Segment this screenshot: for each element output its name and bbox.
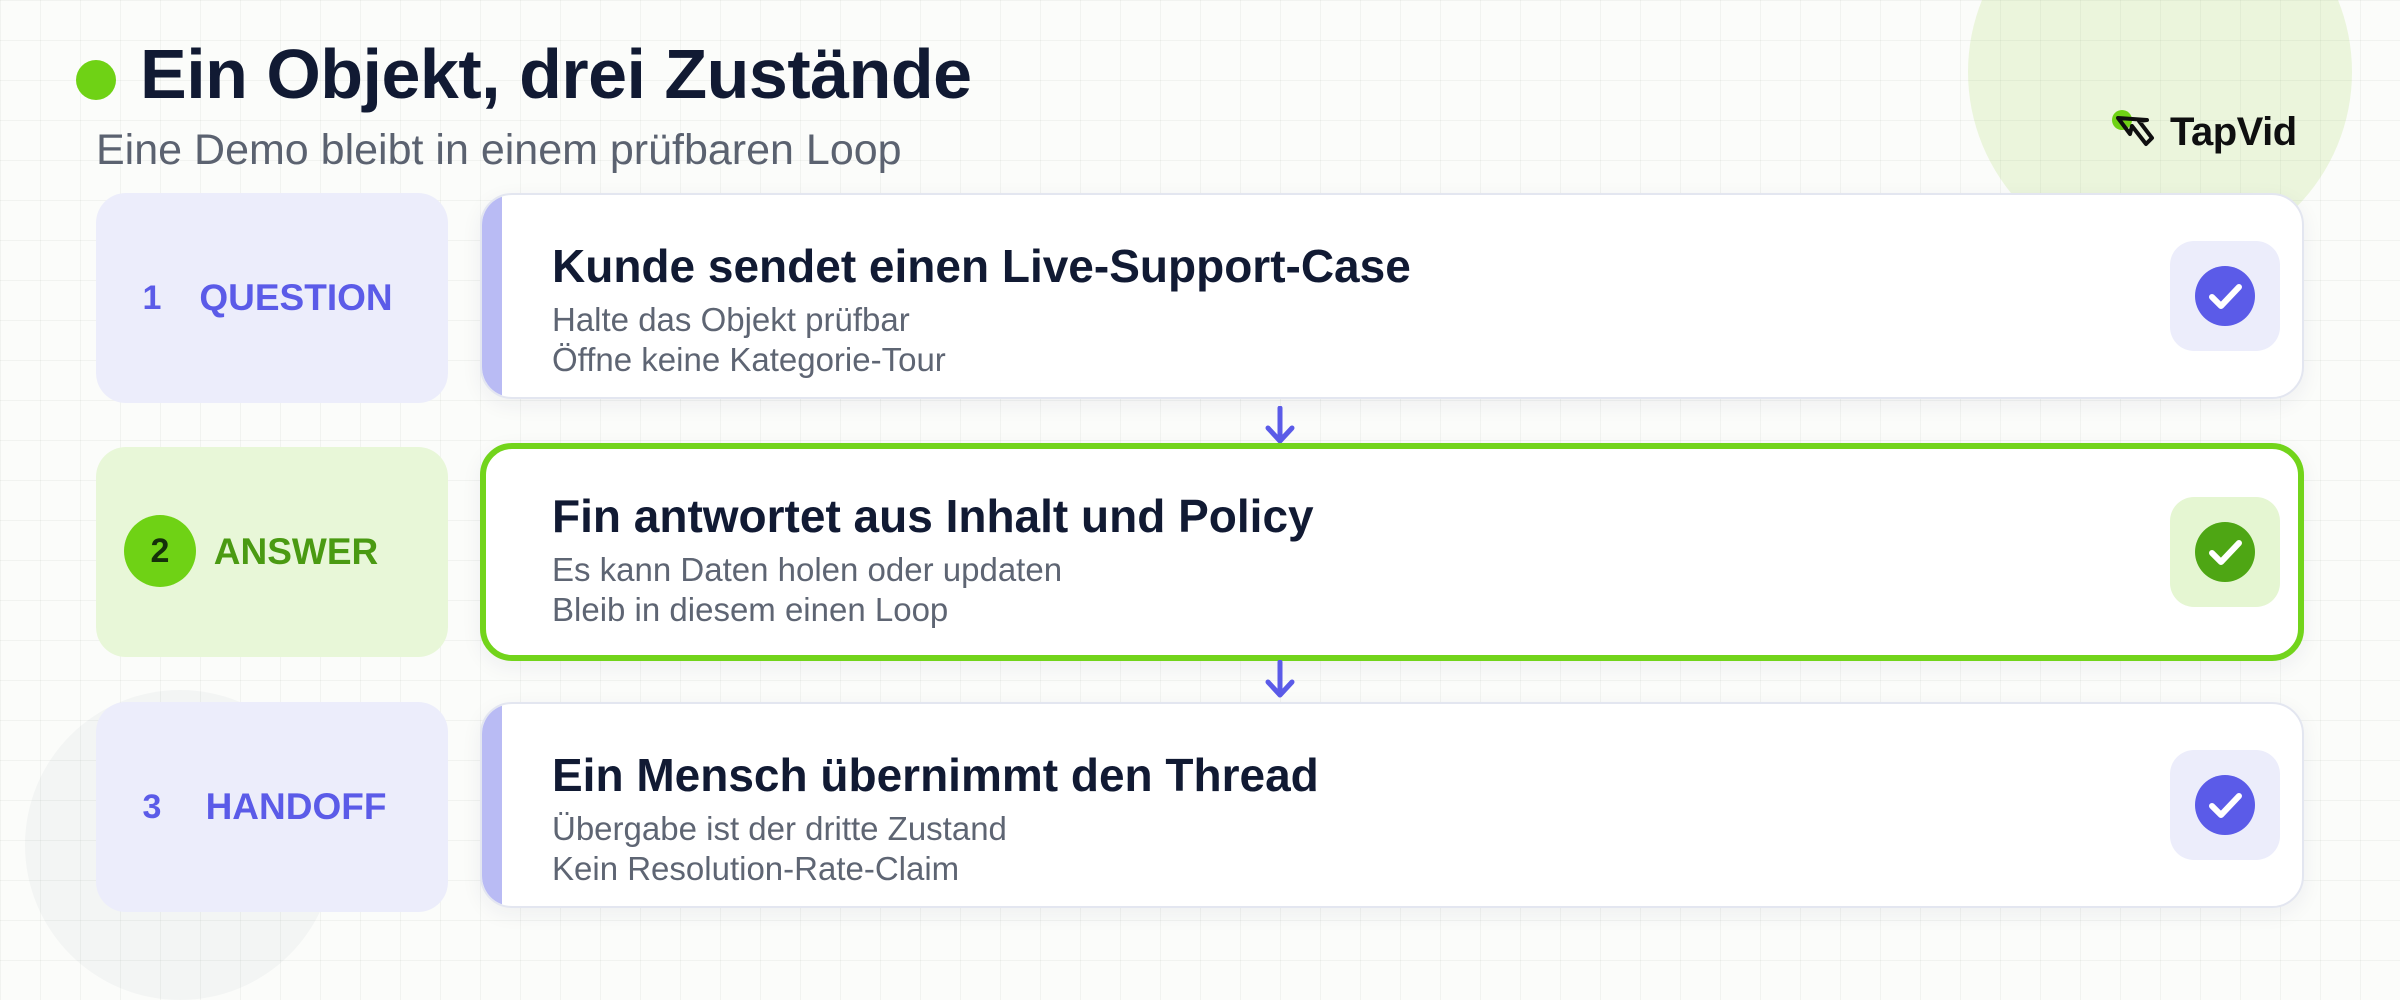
card-title: Ein Mensch übernimmt den Thread xyxy=(552,749,1319,801)
title-bullet xyxy=(76,60,116,100)
check-status-box xyxy=(2170,497,2280,607)
state-card-question: Kunde sendet einen Live-Support-Case Hal… xyxy=(480,193,2304,399)
check-status-box xyxy=(2170,750,2280,860)
step-number: 3 xyxy=(142,787,162,826)
step-label: QUESTION xyxy=(199,277,393,318)
step-number: 2 xyxy=(124,515,196,587)
card-detail-line: Bleib in diesem einen Loop xyxy=(552,591,949,628)
card-accent-bar xyxy=(482,195,502,397)
page-subtitle: Eine Demo bleibt in einem prüfbaren Loop xyxy=(96,126,902,174)
step-badge-answer: 2 ANSWER xyxy=(96,447,448,657)
check-circle-icon xyxy=(2195,522,2255,582)
page-title: Ein Objekt, drei Zustände xyxy=(140,35,972,113)
arrow-down-icon xyxy=(1262,406,1298,446)
state-card-handoff: Ein Mensch übernimmt den Thread Übergabe… xyxy=(480,702,2304,908)
tapvid-logo: TapVid xyxy=(2106,104,2297,160)
tap-hand-icon xyxy=(2112,110,2154,146)
arrow-down-icon xyxy=(1262,660,1298,700)
card-detail-line: Kein Resolution-Rate-Claim xyxy=(552,850,960,887)
card-title: Fin antwortet aus Inhalt und Policy xyxy=(552,490,1314,542)
card-detail-line: Öffne keine Kategorie-Tour xyxy=(552,341,946,378)
card-title: Kunde sendet einen Live-Support-Case xyxy=(552,240,1411,292)
step-label: HANDOFF xyxy=(205,786,387,827)
card-detail-line: Übergabe ist der dritte Zustand xyxy=(552,810,1007,847)
step-badge-handoff: 3 HANDOFF xyxy=(96,702,448,912)
card-accent-bar xyxy=(482,704,502,906)
check-circle-icon xyxy=(2195,775,2255,835)
step-number: 1 xyxy=(142,278,162,317)
step-badge-question: 1 QUESTION xyxy=(96,193,448,403)
check-circle-icon xyxy=(2195,266,2255,326)
brand-name: TapVid xyxy=(2170,109,2297,154)
card-detail-line: Es kann Daten holen oder updaten xyxy=(552,551,1063,588)
card-detail-line: Halte das Objekt prüfbar xyxy=(552,301,910,338)
check-status-box xyxy=(2170,241,2280,351)
step-label: ANSWER xyxy=(213,531,379,572)
state-card-answer: Fin antwortet aus Inhalt und Policy Es k… xyxy=(480,443,2304,661)
